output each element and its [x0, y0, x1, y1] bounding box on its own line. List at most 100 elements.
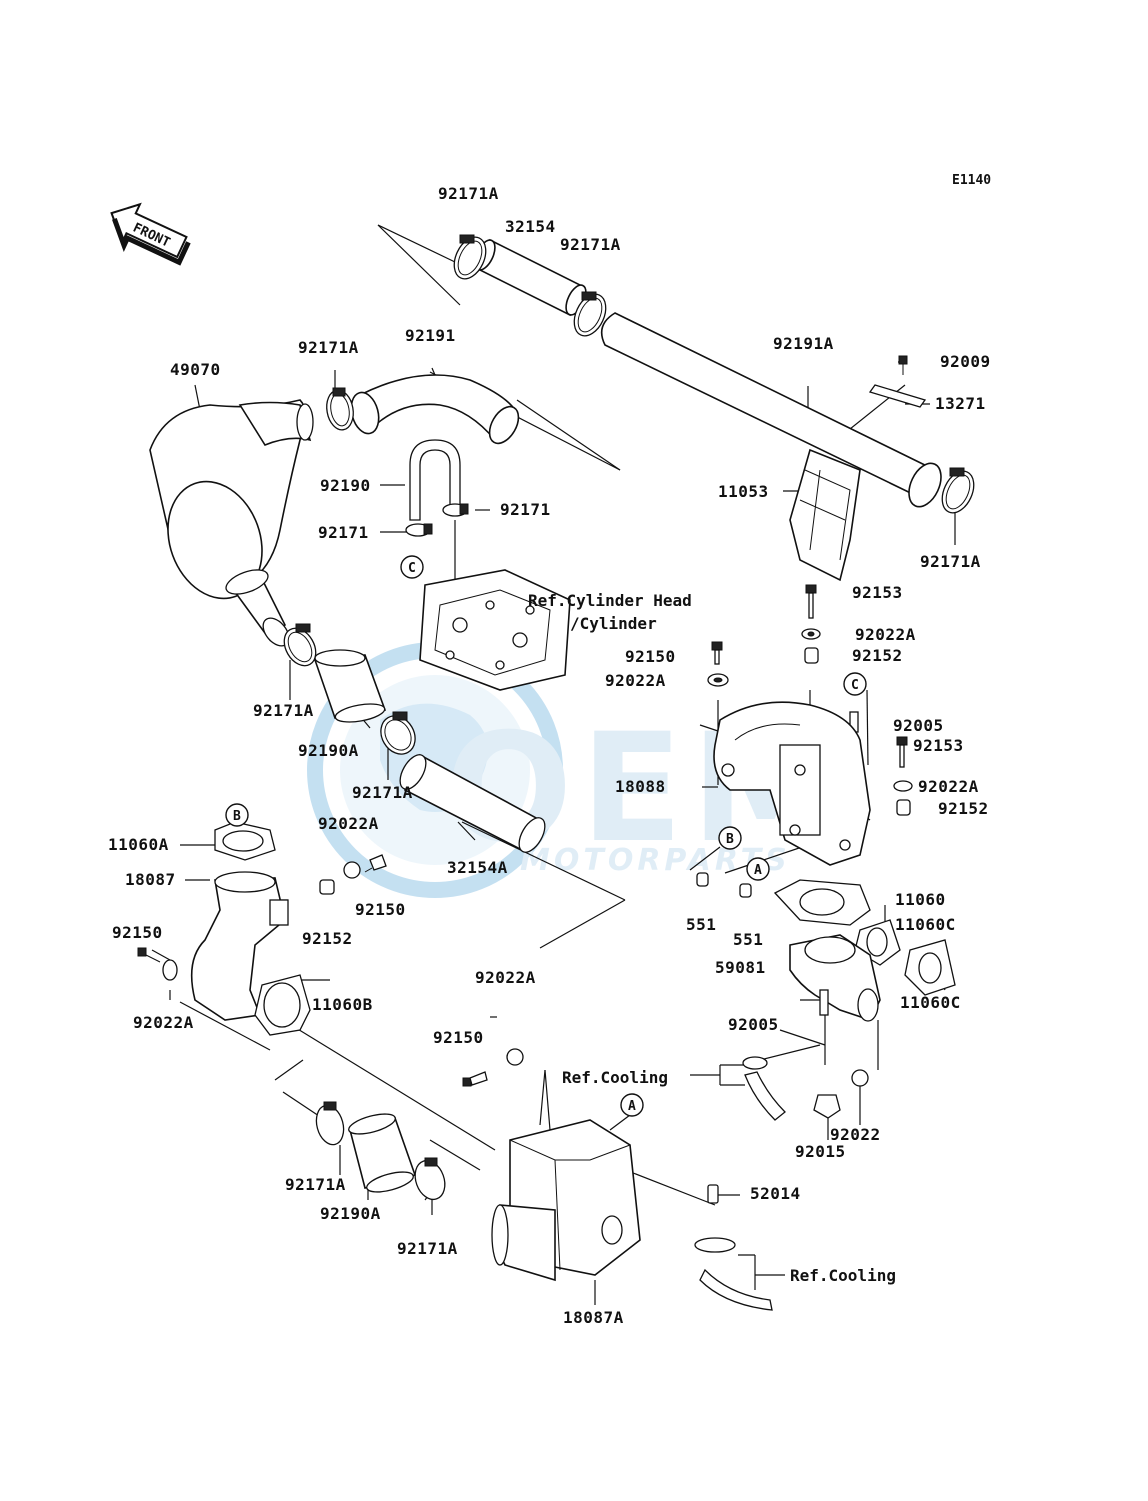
collar-92152-upper	[804, 647, 819, 664]
marker-c-left: C	[400, 555, 424, 579]
clamp-92171a-muffler	[283, 623, 317, 667]
label-18087: 18087	[125, 870, 176, 889]
label-92009: 92009	[940, 352, 991, 371]
washer-92022	[851, 1069, 869, 1087]
label-92171A: 92171A	[352, 783, 413, 802]
label-92150: 92150	[433, 1028, 484, 1047]
clamp-92171a-top-left	[453, 234, 487, 280]
label-92152: 92152	[938, 799, 989, 818]
svg-text:A: A	[754, 863, 762, 878]
ref-cooling-lower: Ref.Cooling	[790, 1266, 896, 1285]
cap-92015	[813, 1094, 841, 1119]
label-92171: 92171	[318, 523, 369, 542]
clamp-92171a-lower-left	[315, 1101, 345, 1146]
label-92171A: 92171A	[560, 235, 621, 254]
label-92150: 92150	[355, 900, 406, 919]
svg-text:B: B	[233, 809, 241, 824]
label-11060C: 11060C	[900, 993, 961, 1012]
muffler-49070	[149, 399, 314, 647]
elbow-59081	[789, 934, 881, 1022]
clamp-92171a-top-right	[573, 291, 607, 337]
bolt-92150-upper	[711, 641, 723, 665]
label-551: 551	[686, 915, 716, 934]
plug-52014	[707, 1184, 719, 1204]
label-92152: 92152	[852, 646, 903, 665]
label-11060C: 11060C	[895, 915, 956, 934]
collar-92152-mid-left	[319, 879, 335, 895]
label-92153: 92153	[913, 736, 964, 755]
hose-92191	[350, 374, 520, 445]
svg-text:C: C	[408, 561, 416, 576]
washer-92022a-upper-right	[801, 628, 821, 640]
hose-92190a-lower	[348, 1113, 417, 1193]
clamp-92171-right	[442, 503, 469, 517]
label-92153: 92153	[852, 583, 903, 602]
label-92022: 92022	[830, 1125, 881, 1144]
label-92171A: 92171A	[285, 1175, 346, 1194]
plate-13271	[868, 384, 927, 408]
washer-92022a-mid-left	[343, 861, 361, 879]
part-labels: 92171A 32154 92171A 92191A 92009 13271 1…	[108, 184, 991, 1327]
label-32154: 32154	[505, 217, 556, 236]
label-11060A: 11060A	[108, 835, 169, 854]
bolt-92153-lower	[896, 736, 908, 768]
clamp-92171-left	[405, 523, 433, 537]
label-92022A: 92022A	[918, 777, 979, 796]
cooling-hose-lower	[694, 1237, 773, 1311]
label-92005: 92005	[728, 1015, 779, 1034]
bolt-92009	[898, 355, 908, 375]
label-13271: 13271	[935, 394, 986, 413]
marker-a-lower: A	[620, 1093, 644, 1117]
label-92005: 92005	[893, 716, 944, 735]
washer-92022a-upper-mid	[707, 673, 729, 687]
ref-cylinder-head: Ref.Cylinder Head	[528, 591, 692, 610]
washer-92022a-left	[162, 959, 178, 981]
ref-cooling-upper: Ref.Cooling	[562, 1068, 668, 1087]
marker-a-mid: A	[746, 857, 770, 881]
elbow-18087	[190, 871, 289, 1021]
clamp-92171a-mid	[380, 711, 416, 755]
fitting-92005-lower	[819, 989, 829, 1016]
marker-c-right: C	[843, 672, 867, 696]
label-92190A: 92190A	[320, 1204, 381, 1223]
gasket-11060a	[214, 821, 276, 861]
label-92190: 92190	[320, 476, 371, 495]
label-92171A: 92171A	[397, 1239, 458, 1258]
label-551: 551	[733, 930, 763, 949]
clamp-92171a-upper-left	[326, 387, 354, 431]
diagram-code: E1140	[952, 173, 991, 188]
label-49070: 49070	[170, 360, 221, 379]
pin-551-right	[739, 883, 752, 898]
marker-b-top: B	[225, 803, 249, 827]
pin-551-left	[696, 872, 709, 887]
label-18088: 18088	[615, 777, 666, 796]
label-11060: 11060	[895, 890, 946, 909]
bolt-92150-lower	[462, 1071, 488, 1087]
svg-text:B: B	[726, 832, 734, 847]
collar-92152-right	[896, 799, 911, 816]
svg-text:C: C	[851, 678, 859, 693]
label-92191A: 92191A	[773, 334, 834, 353]
bolt-92150-mid-left	[364, 854, 387, 873]
label-92022A: 92022A	[133, 1013, 194, 1032]
cooling-hose-upper	[742, 1056, 786, 1121]
label-92191: 92191	[405, 326, 456, 345]
svg-text:A: A	[628, 1099, 636, 1114]
manifold-18088	[713, 701, 871, 866]
washer-92022a-lower	[506, 1048, 524, 1066]
waterbox-18087a	[491, 1119, 641, 1282]
bracket-11053	[789, 448, 861, 582]
gasket-11060	[773, 879, 871, 926]
clamp-92171a-lower-right	[414, 1157, 446, 1201]
front-arrow-icon: FRONT	[110, 202, 191, 266]
gasket-11060b	[254, 974, 311, 1036]
label-92171A: 92171A	[253, 701, 314, 720]
hose-92191a	[600, 312, 942, 508]
gasket-11060c-lower	[904, 939, 956, 996]
label-92150: 92150	[625, 647, 676, 666]
ref-cylinder: /Cylinder	[570, 614, 657, 633]
label-92171A: 92171A	[438, 184, 499, 203]
label-59081: 59081	[715, 958, 766, 977]
bolt-92150-left	[137, 947, 161, 963]
label-92171A: 92171A	[920, 552, 981, 571]
